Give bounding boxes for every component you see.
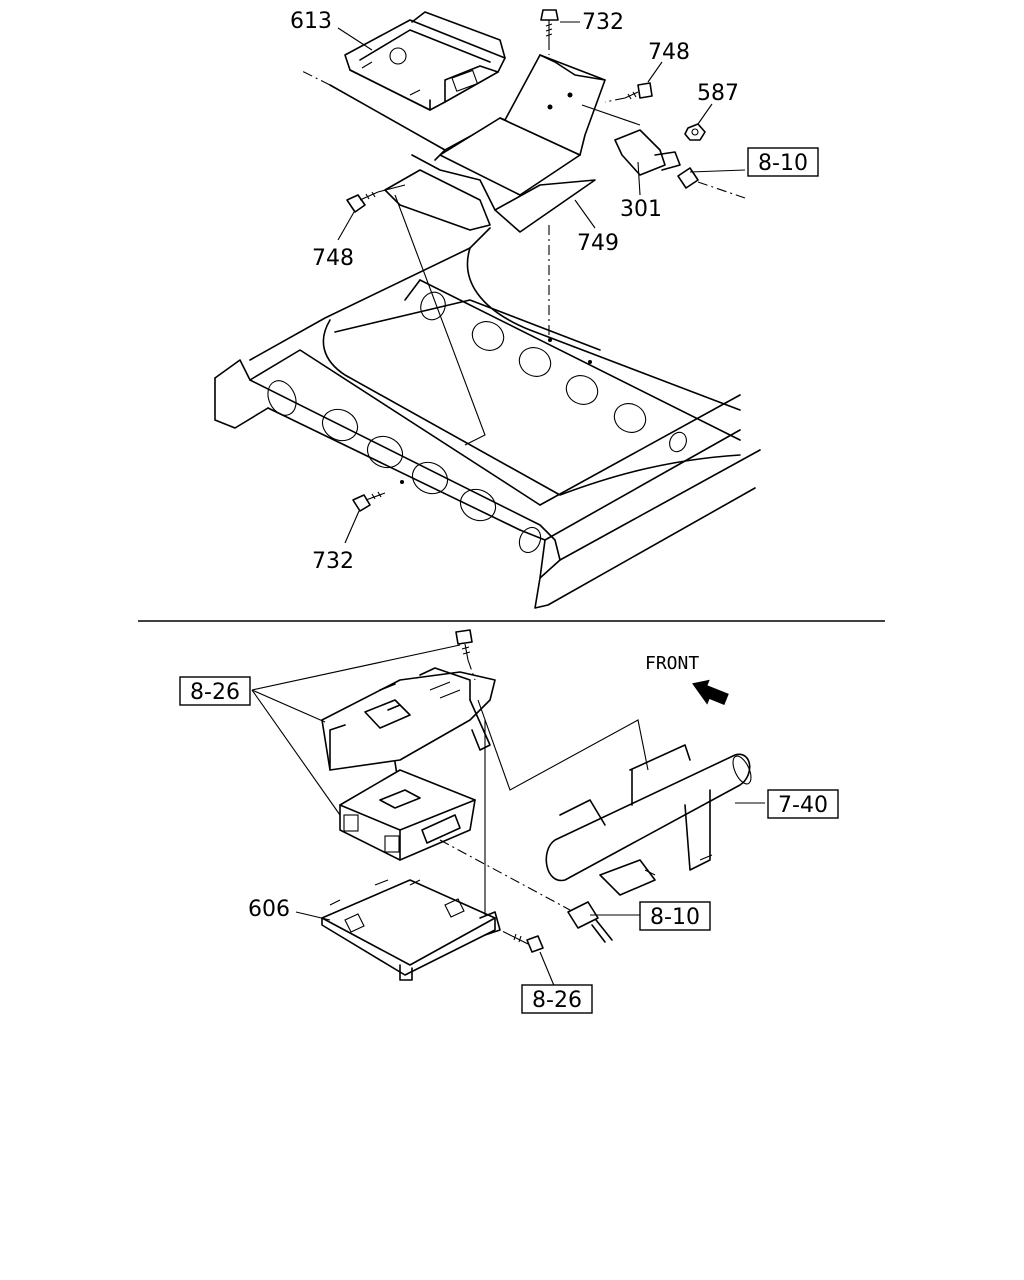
callout-613: 613: [290, 9, 332, 34]
leader-748-left: [337, 211, 355, 241]
leader-732-bottom: [344, 510, 360, 544]
ref-box-8-10-lower[interactable]: [639, 901, 711, 931]
ecu-support-plate: [329, 54, 606, 231]
bolt-748-left: [346, 191, 379, 213]
ref-box-7-40[interactable]: [767, 789, 839, 819]
shim-749: [494, 179, 596, 233]
callout-732-bottom: 732: [312, 549, 354, 574]
bracket-bolt-side: [511, 933, 544, 953]
leader-ref-8-10-upper: [689, 169, 746, 173]
leader-301: [637, 161, 641, 196]
leader-748-right: [647, 61, 663, 83]
ref-box-8-26-top[interactable]: [179, 676, 251, 706]
callout-301: 301: [620, 197, 662, 222]
leader-587: [697, 103, 713, 125]
assembly-line-ecu: [299, 69, 331, 86]
leader-8-26-a: [251, 644, 461, 691]
ref-8-10-upper: 8-10: [758, 151, 808, 176]
assembly-line-connector: [439, 839, 571, 911]
leader-613: [337, 27, 373, 51]
upper-view: 613 732 748 587 301 749 748 732 8-10: [214, 9, 819, 609]
front-arrow-icon: [692, 679, 729, 706]
front-label: FRONT: [645, 653, 699, 674]
ecu-module: [344, 11, 506, 111]
bracket-tray-606: [321, 879, 501, 981]
frame-crossmember: [545, 744, 752, 896]
callout-587: 587: [697, 81, 739, 106]
sensor-301: [614, 129, 746, 199]
leader-606: [295, 911, 331, 921]
assembly-line-side-bolt: [499, 929, 513, 937]
callout-606: 606: [248, 897, 290, 922]
ref-box-8-26-bottom[interactable]: [521, 984, 593, 1014]
assembly-line-frame: [477, 699, 649, 791]
bolt-748-right: [624, 82, 653, 100]
leader-749: [574, 199, 596, 229]
chassis-frame: [214, 227, 761, 609]
callout-748-left: 748: [312, 246, 354, 271]
ref-8-26-bottom: 8-26: [532, 988, 582, 1013]
bolt-732-bottom: [352, 491, 386, 512]
leader-8-26-c: [251, 689, 341, 816]
ref-box-8-10-upper[interactable]: [747, 147, 819, 177]
assembly-line-left-bolt: [377, 184, 406, 193]
nut-587: [684, 123, 706, 141]
ref-8-10-lower: 8-10: [650, 905, 700, 930]
lower-view: FRONT: [179, 629, 839, 1014]
assembly-line-rail: [394, 194, 486, 446]
callout-749: 749: [577, 231, 619, 256]
ref-7-40: 7-40: [778, 793, 828, 818]
assembly-line-sensor: [581, 104, 641, 126]
leader-8-26-bottom: [539, 951, 556, 989]
bolt-732-top: [540, 9, 559, 40]
callout-748-right: 748: [648, 40, 690, 65]
ref-8-26-top: 8-26: [190, 680, 240, 705]
control-unit: [339, 769, 476, 861]
connector-plug: [567, 901, 613, 943]
assembly-line-right-bolt: [604, 97, 626, 103]
bracket-bolt-top: [455, 629, 476, 681]
leader-8-26-b: [251, 689, 326, 723]
callout-732-top: 732: [582, 10, 624, 35]
